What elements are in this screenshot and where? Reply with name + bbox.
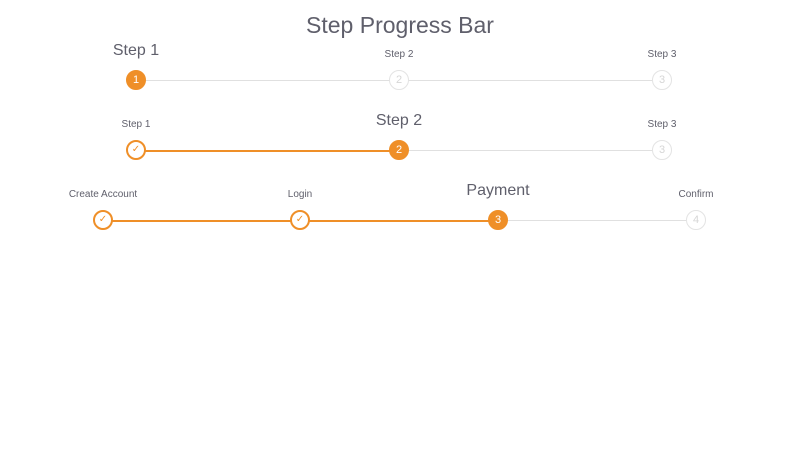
step-label: Step 2 (375, 112, 423, 129)
progress-bar-2: Step 1 ✓ Step 2 2 Step 3 3 (0, 102, 800, 172)
step-label: Step 3 (647, 119, 677, 130)
step-label: Step 3 (647, 49, 677, 60)
step-marker[interactable]: 3 (652, 140, 672, 160)
check-icon[interactable]: ✓ (93, 210, 113, 230)
step-label: Step 2 (384, 49, 414, 60)
progress-fill (136, 149, 399, 152)
step-marker[interactable]: 2 (389, 140, 409, 160)
progress-bar-1: Step 1 1 Step 2 2 Step 3 3 (0, 32, 800, 102)
check-icon[interactable]: ✓ (290, 210, 310, 230)
check-icon[interactable]: ✓ (126, 140, 146, 160)
step-marker[interactable]: 2 (389, 70, 409, 90)
step-label: Step 1 (121, 119, 151, 130)
step-marker[interactable]: 1 (126, 70, 146, 90)
step-marker[interactable]: 3 (652, 70, 672, 90)
step-label: Step 1 (112, 42, 160, 59)
step-label: Payment (466, 182, 530, 199)
page-title: Step Progress Bar (306, 12, 494, 38)
step-label: Confirm (678, 189, 714, 200)
step-marker[interactable]: 3 (488, 210, 508, 230)
step-label: Create Account (68, 189, 138, 200)
progress-bar-3: Create Account ✓ Login ✓ Payment 3 Confi… (0, 172, 800, 242)
step-label: Login (287, 189, 313, 200)
step-marker[interactable]: 4 (686, 210, 706, 230)
